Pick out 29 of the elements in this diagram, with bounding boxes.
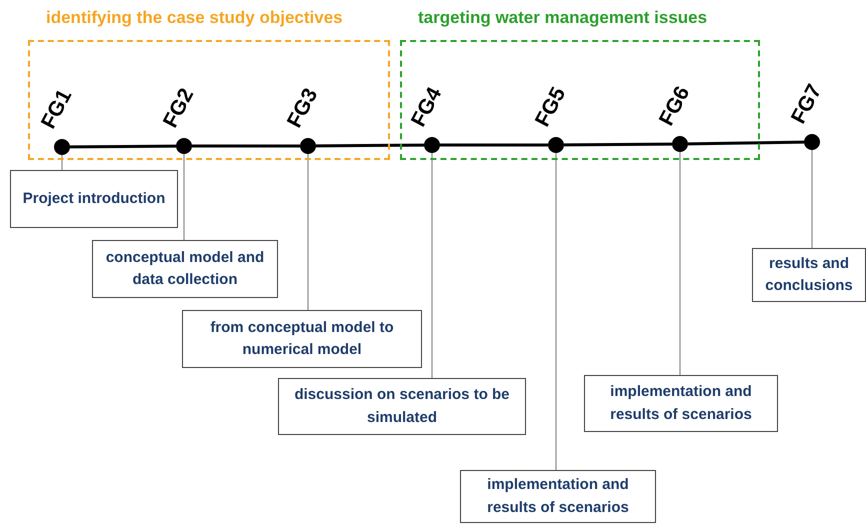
group-heading: targeting water management issues [418, 8, 708, 28]
milestone-label: FG3 [282, 84, 324, 132]
box-text: discussion on scenarios to be simulated [293, 385, 511, 428]
text-box [584, 375, 778, 432]
timeline-segment [688, 140, 804, 146]
text-box [752, 248, 866, 302]
box-text: from conceptual model to numerical model [209, 318, 395, 360]
box-text: conceptual model and data collection [104, 248, 266, 290]
group-heading: identifying the case study objectives [46, 8, 343, 28]
milestone-label: FG4 [406, 84, 448, 131]
timeline-segment [316, 144, 424, 148]
box-text: implementation and results of scenarios [609, 382, 753, 424]
text-box [182, 310, 422, 368]
text-box [92, 240, 278, 298]
box-text: Project introduction [22, 188, 166, 209]
milestone-label: FG2 [158, 84, 200, 132]
timeline-segment [192, 144, 300, 148]
box-text: implementation and results of scenarios [486, 475, 630, 518]
milestone-label: FG6 [654, 82, 696, 130]
text-box [10, 170, 178, 228]
milestone-label: FG5 [530, 84, 572, 131]
text-box [460, 470, 656, 523]
milestone-label: FG1 [36, 86, 78, 133]
box-text: results and conclusions [764, 254, 854, 296]
timeline-segment [70, 144, 176, 148]
timeline-segment [564, 142, 672, 146]
timeline-segment [440, 144, 548, 146]
milestone-label: FG7 [786, 80, 828, 128]
text-box [278, 378, 526, 435]
